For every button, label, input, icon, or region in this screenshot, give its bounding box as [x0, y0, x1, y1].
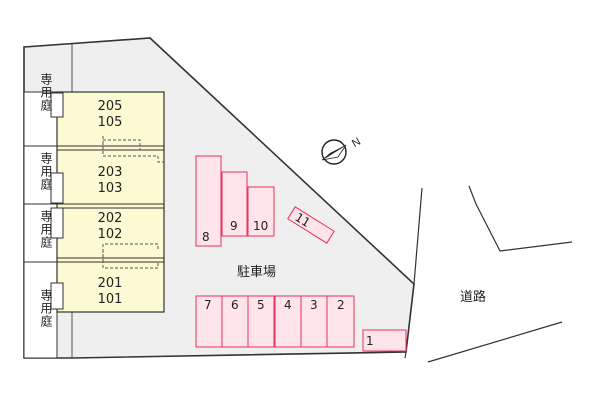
- parking-stall-2: [326, 295, 355, 348]
- unit-label-upper: 205: [97, 99, 123, 114]
- building-outline: [56, 91, 165, 313]
- road-edge: [413, 187, 423, 285]
- parking-stall-7: [195, 295, 223, 348]
- stall-label-9: 9: [230, 219, 238, 233]
- parking-stall-6: [221, 295, 249, 348]
- unit-label-upper: 201: [97, 276, 123, 291]
- parking-stall-9: [221, 171, 248, 237]
- parking-stall-8: [195, 155, 222, 247]
- private-garden-label: 専用庭: [39, 152, 53, 191]
- road-edge: [468, 185, 573, 252]
- stall-label-1: 1: [366, 334, 374, 348]
- road-edge: [404, 351, 407, 359]
- unit-label-upper: 203: [97, 165, 123, 180]
- stall-label-4: 4: [284, 298, 292, 312]
- parking-stall-5: [247, 295, 275, 348]
- unit-label-upper: 202: [97, 211, 123, 226]
- stall-label-10: 10: [253, 219, 269, 233]
- private-garden-label: 専用庭: [39, 73, 53, 112]
- stall-label-7: 7: [204, 298, 212, 312]
- parking-lot-label: 駐車場: [237, 265, 277, 280]
- parking-stall-10: [247, 186, 275, 237]
- parking-stall-11: [287, 206, 335, 244]
- unit-label-lower: 102: [97, 227, 123, 242]
- north-label: N: [350, 136, 363, 150]
- road-edge: [427, 321, 563, 363]
- parking-stall-1: [362, 329, 407, 352]
- north-arrow-icon: [321, 139, 347, 165]
- unit-label-lower: 101: [97, 292, 123, 307]
- stall-label-8: 8: [202, 230, 210, 244]
- parking-stall-4: [274, 295, 302, 348]
- parking-stall-3: [300, 295, 328, 348]
- stall-label-3: 3: [310, 298, 318, 312]
- garden-row: [23, 261, 58, 359]
- private-garden-label: 専用庭: [39, 289, 53, 328]
- stall-label-6: 6: [231, 298, 239, 312]
- unit-label-lower: 103: [97, 181, 123, 196]
- stall-label-5: 5: [257, 298, 265, 312]
- road-label: 道路: [460, 290, 487, 305]
- private-garden-label: 専用庭: [39, 210, 53, 249]
- stall-label-2: 2: [337, 298, 345, 312]
- unit-label-lower: 105: [97, 115, 123, 130]
